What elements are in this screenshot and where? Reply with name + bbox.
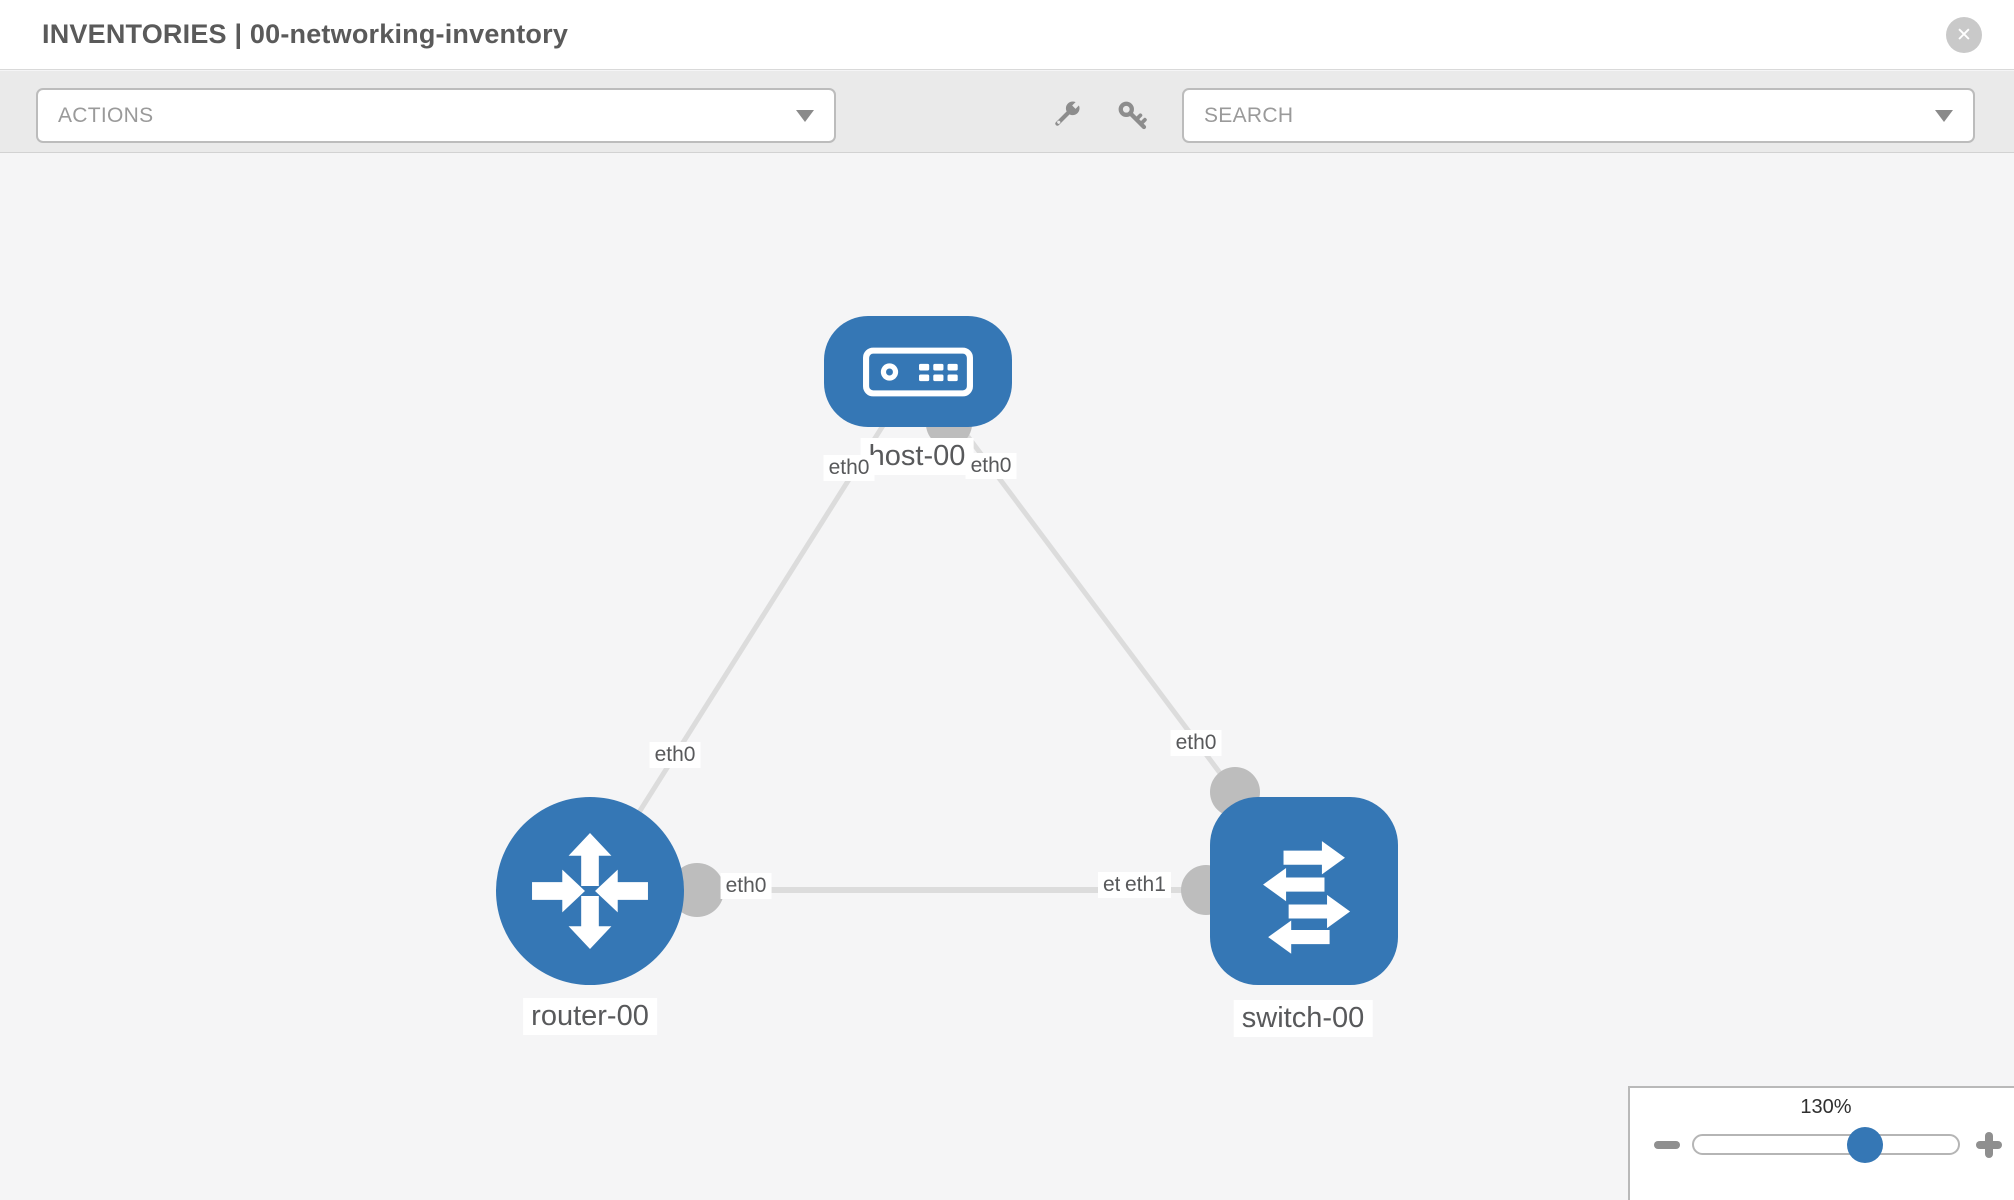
page-title: INVENTORIES | 00-networking-inventory bbox=[42, 19, 569, 49]
host-icon bbox=[863, 347, 973, 396]
zoom-panel: 130% bbox=[1628, 1086, 2014, 1200]
zoom-slider-track[interactable] bbox=[1692, 1134, 1960, 1155]
node-host-00[interactable] bbox=[824, 316, 1012, 427]
if-label-host-left: eth0 bbox=[823, 455, 875, 481]
links-layer bbox=[587, 368, 1262, 893]
close-button[interactable]: ✕ bbox=[1946, 17, 1982, 53]
if-label-host-right: eth0 bbox=[965, 453, 1017, 479]
router-icon bbox=[532, 833, 648, 949]
close-icon: ✕ bbox=[1956, 24, 1972, 46]
label-host-00: host-00 bbox=[860, 438, 974, 475]
if-label-router-top: eth0 bbox=[649, 742, 701, 768]
if-label-router-right: eth0 bbox=[720, 873, 772, 899]
toolbar: ACTIONS SEARCH bbox=[0, 71, 2014, 153]
actions-dropdown[interactable]: ACTIONS bbox=[36, 88, 836, 143]
label-switch-00: switch-00 bbox=[1233, 1000, 1373, 1037]
if-label-switch-left-front: eth1 bbox=[1120, 872, 1171, 898]
key-icon[interactable] bbox=[1114, 97, 1152, 135]
chevron-down-icon bbox=[1935, 109, 1953, 122]
zoom-out-icon[interactable] bbox=[1654, 1141, 1680, 1149]
breadcrumb-header: INVENTORIES | 00-networking-inventory ✕ bbox=[0, 0, 2014, 70]
search-dropdown[interactable]: SEARCH bbox=[1182, 88, 1975, 143]
node-router-00[interactable] bbox=[496, 797, 684, 985]
zoom-slider-thumb[interactable] bbox=[1847, 1127, 1883, 1163]
zoom-in-icon[interactable] bbox=[1975, 1131, 2003, 1159]
label-router-00: router-00 bbox=[523, 998, 657, 1035]
zoom-percent-value: 130% bbox=[1800, 1096, 1852, 1118]
if-label-switch-top: eth0 bbox=[1170, 730, 1222, 756]
switch-icon bbox=[1263, 841, 1351, 954]
search-dropdown-value: SEARCH bbox=[1204, 103, 1294, 127]
node-switch-00[interactable] bbox=[1210, 797, 1398, 985]
plus-icon-bar bbox=[1985, 1132, 1993, 1158]
topology-canvas[interactable]: host-00 router-00 switch-00 eth0 eth0 et… bbox=[0, 154, 2014, 1200]
chevron-down-icon bbox=[796, 109, 814, 122]
actions-dropdown-value: ACTIONS bbox=[58, 103, 154, 127]
wrench-icon[interactable] bbox=[1046, 97, 1084, 135]
